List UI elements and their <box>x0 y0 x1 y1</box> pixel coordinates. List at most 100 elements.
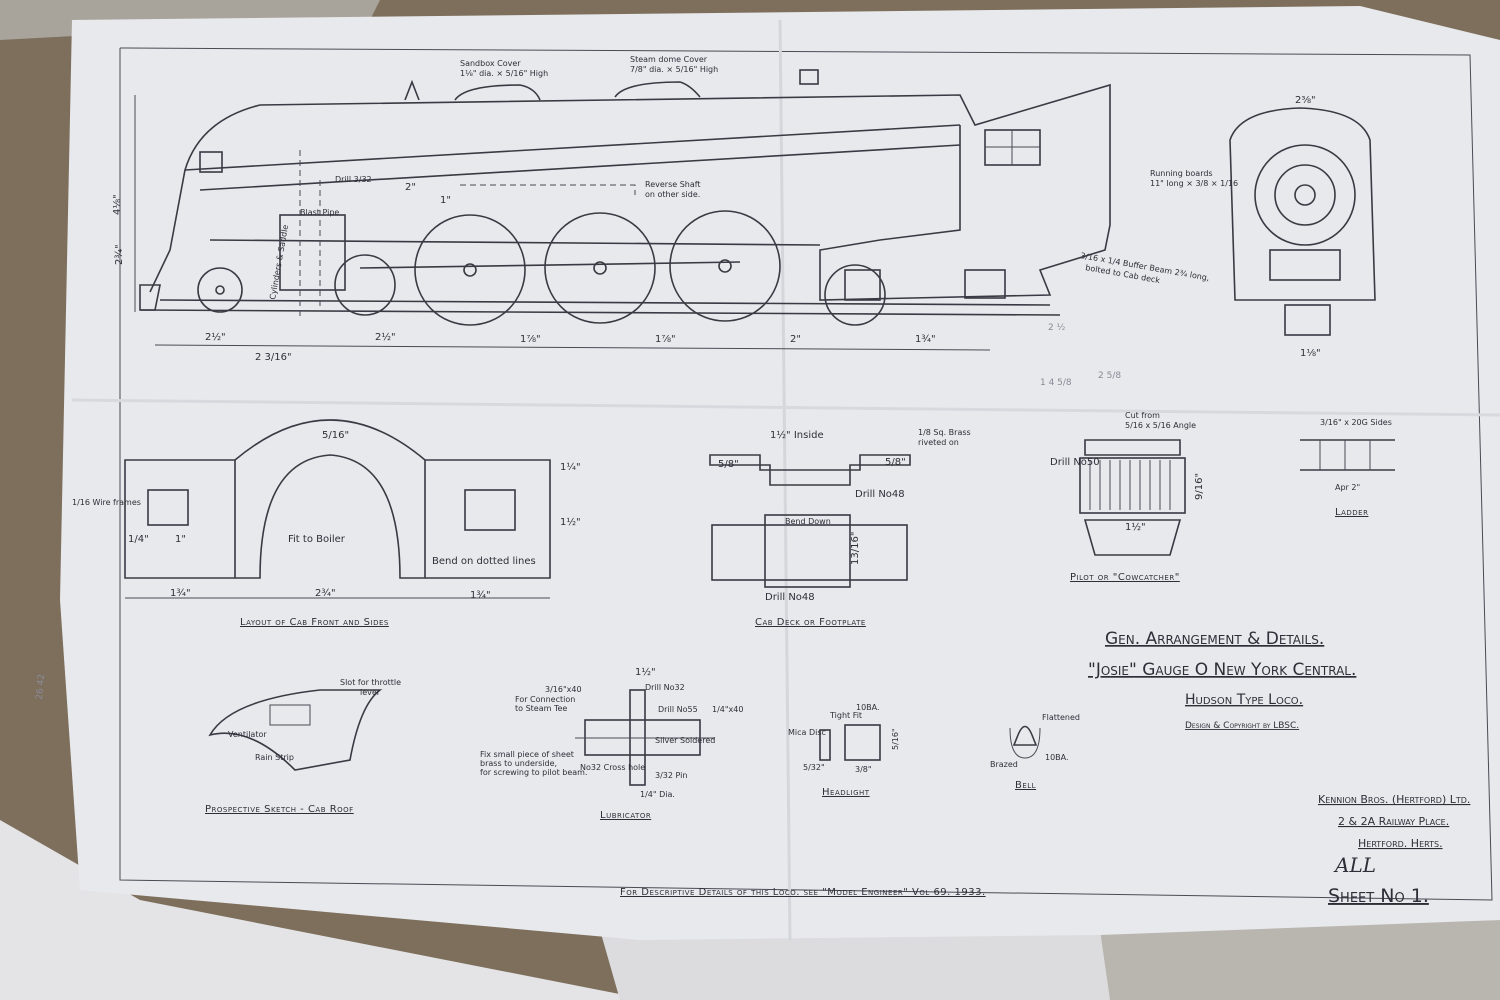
cab-layout-caption: Layout of Cab Front and Sides <box>240 617 389 628</box>
drawing-stroke <box>1319 440 1371 470</box>
deck-inside-dim: 1½" Inside <box>770 429 824 441</box>
drawing-stroke <box>159 299 1051 306</box>
sandbox-dim: 1⅛" dia. × 5/16" High <box>460 69 548 78</box>
lubricator-connection: For Connection <box>515 695 575 704</box>
lubricator-caption: Lubricator <box>600 810 651 821</box>
roof-slot-label-2: lever <box>360 688 381 697</box>
locomotive-side-view <box>139 69 1111 326</box>
roof-rain-strip: Rain Strip <box>255 753 294 762</box>
cab-dim-side: 1¼" <box>560 461 581 473</box>
cab-layout-drawing <box>124 419 551 599</box>
deck-right-dim: 5/8" <box>885 457 906 468</box>
bell-ba: 10BA. <box>1045 753 1069 762</box>
pilot-height: 9/16" <box>1194 473 1205 500</box>
pencil-note: 2 ½ <box>1048 323 1066 333</box>
cab-dim-quarter: 1/4" <box>128 534 149 545</box>
drawing-stroke <box>208 689 383 771</box>
pilot-cut-from: Cut from <box>1125 411 1160 420</box>
pencil-note: 2 5/8 <box>1098 371 1121 381</box>
running-boards-label: Running boards <box>1150 169 1213 178</box>
lubricator-thread: 3/16"x40 <box>545 685 582 694</box>
drawing-stroke <box>1089 460 1171 510</box>
drawing-stroke <box>184 124 961 171</box>
lubricator-drawing <box>575 689 715 786</box>
bell-flattened: Flattened <box>1042 713 1080 722</box>
drawing-stroke <box>669 210 781 322</box>
title-line-3: Hudson Type Loco. <box>1185 692 1303 708</box>
cab-dim: 1¾" <box>170 588 191 599</box>
drawing-stroke <box>764 514 851 588</box>
underlying-sheet-left <box>0 820 650 1000</box>
drawing-stroke <box>1254 144 1356 246</box>
dome-label: Steam dome Cover <box>630 55 708 64</box>
lubricator-fix-note: Fix small piece of sheet <box>480 750 574 759</box>
cylinder <box>279 214 346 291</box>
drawing-stroke <box>1012 725 1038 746</box>
drawing-stroke <box>593 261 607 275</box>
sheet-border <box>119 47 1493 901</box>
dimension-line <box>154 344 991 351</box>
front-width-dim: 2⅜" <box>1295 95 1316 106</box>
drawing-stroke <box>197 267 243 313</box>
height-body: 2¾" <box>114 244 125 265</box>
ladder-drawing <box>1300 439 1395 471</box>
cab-deck-caption: Cab Deck or Footplate <box>755 617 866 628</box>
pilot-caption: Pilot or "Cowcatcher" <box>1070 572 1180 583</box>
drawing-stroke <box>1084 439 1181 456</box>
fold-crease <box>778 19 792 941</box>
cab-dim: 1¾" <box>470 590 491 601</box>
headlight-tight-fit: Tight Fit <box>829 711 862 720</box>
lubricator-pin: 3/32 Pin <box>655 771 687 780</box>
whistle <box>799 69 819 85</box>
bell-caption: Bell <box>1015 780 1036 791</box>
deck-bend-down: Bend Down <box>785 517 831 526</box>
ladder-length: Apr 2" <box>1335 483 1360 492</box>
running-boards-dim: 11" long × 3/8 × 1/16 <box>1150 179 1238 188</box>
lubricator-thread-2: 1/4"x40 <box>712 705 743 714</box>
dim-1in: 1" <box>440 195 451 206</box>
cab-dim-one: 1" <box>175 534 186 545</box>
trailing-truck-box <box>844 269 881 301</box>
drawing-stroke <box>299 150 321 320</box>
dim-2in: 2" <box>405 182 416 193</box>
drawing-stroke <box>709 454 911 486</box>
pilot <box>139 284 161 311</box>
ladder-caption: Ladder <box>1335 507 1368 518</box>
drill-label: Drill 3/32 <box>335 175 372 184</box>
handwritten-initials: ALL <box>1333 853 1376 877</box>
margin-pencil-note: 26 42 <box>35 674 47 701</box>
title-line-4: Design & Copyright by LBSC. <box>1185 721 1299 731</box>
wheels <box>197 210 886 326</box>
sandbox-label: Sandbox Cover <box>460 59 521 68</box>
fold-crease-horizontal <box>71 398 1500 417</box>
drawing-stroke <box>463 263 477 277</box>
deck-brass-label-2: riveted on <box>918 438 959 447</box>
height-total: 4⅛" <box>112 194 123 215</box>
drawing-stroke <box>147 489 189 526</box>
lubricator-fix-note-2: brass to underside, <box>480 759 557 768</box>
drawing-stroke <box>824 264 886 326</box>
drawing-stroke <box>544 212 656 324</box>
title-line-2: "Josie" Gauge O New York Central. <box>1088 660 1356 680</box>
maker-town: Hertford. Herts. <box>1358 837 1443 850</box>
pilot-angle: 5/16 x 5/16 Angle <box>1125 421 1196 430</box>
drawing-stroke <box>1229 107 1376 301</box>
bell-top <box>404 79 420 101</box>
drawing-stroke: 2½" <box>375 331 396 343</box>
lubricator-drill-32: Drill No32 <box>645 683 685 692</box>
drawing-stroke: 2" <box>790 334 801 345</box>
reverse-shaft-label-2: on other side. <box>645 190 700 199</box>
drawing-stroke <box>199 144 961 191</box>
drawing-stroke <box>718 259 732 273</box>
headlight-ba: 10BA. <box>856 703 880 712</box>
steam-dome <box>614 81 701 98</box>
cab-dim-height: 1½" <box>560 516 581 528</box>
bottom-dimensions: 2½" 2½" 1⅞" 1⅞" 2" 1¾" <box>205 331 936 345</box>
drawing-stroke: 1⅞" <box>520 334 541 345</box>
headlight-caption: Headlight <box>822 787 870 798</box>
roof-slot-label: Slot for throttle <box>340 678 401 687</box>
drawing-stroke <box>964 269 1006 299</box>
underlying-sheet-right <box>1100 920 1500 1000</box>
title-block: Gen. Arrangement & Details. "Josie" Gaug… <box>1088 629 1470 907</box>
drawing-stroke <box>1009 727 1041 759</box>
